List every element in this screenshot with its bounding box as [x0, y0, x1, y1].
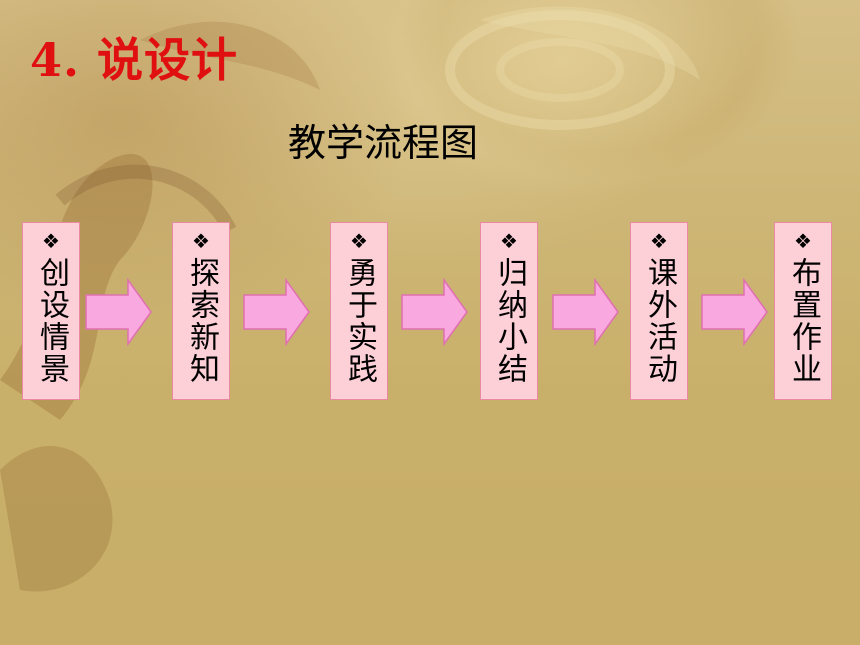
diamond-bullet-icon: ❖ [192, 229, 210, 253]
right-arrow-icon [401, 278, 468, 346]
flow-node-1: ❖ 创设情景 [22, 222, 80, 400]
diagram-title: 教学流程图 [288, 121, 479, 165]
diamond-bullet-icon: ❖ [794, 229, 812, 253]
right-arrow-icon [701, 278, 768, 346]
slide-title: 4. 说设计 [30, 33, 239, 87]
diamond-bullet-icon: ❖ [350, 229, 368, 253]
diamond-bullet-icon: ❖ [500, 229, 518, 253]
flow-node-label: 创设情景 [34, 257, 69, 385]
flow-node-5: ❖ 课外活动 [630, 222, 688, 400]
flow-node-3: ❖ 勇于实践 [330, 222, 388, 400]
flow-node-label: 勇于实践 [342, 257, 377, 385]
flow-node-4: ❖ 归纳小结 [480, 222, 538, 400]
flow-node-2: ❖ 探索新知 [172, 222, 230, 400]
right-arrow-icon [243, 278, 310, 346]
flow-node-label: 归纳小结 [492, 257, 527, 385]
flow-node-label: 布置作业 [786, 257, 821, 385]
right-arrow-icon [85, 278, 152, 346]
diamond-bullet-icon: ❖ [42, 229, 60, 253]
flow-node-label: 探索新知 [184, 257, 219, 385]
right-arrow-icon [552, 278, 619, 346]
diamond-bullet-icon: ❖ [650, 229, 668, 253]
flow-node-label: 课外活动 [642, 257, 677, 385]
flow-node-6: ❖ 布置作业 [774, 222, 832, 400]
